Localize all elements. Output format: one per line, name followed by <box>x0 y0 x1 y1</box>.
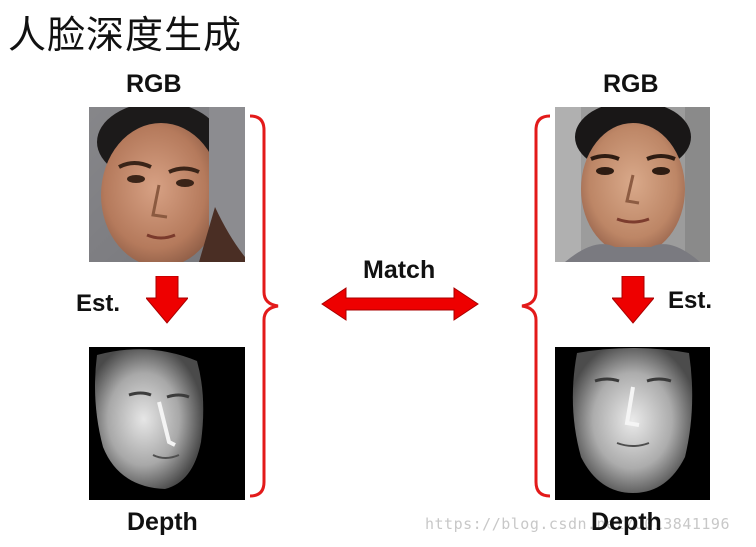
down-arrow-icon <box>612 276 654 324</box>
left-rgb-label: RGB <box>126 70 182 98</box>
watermark: https://blog.csdn.net/u013841196 <box>425 515 730 533</box>
right-depth-label: Depth <box>591 508 662 536</box>
right-bracket <box>521 114 550 498</box>
left-depth-label: Depth <box>127 508 198 536</box>
down-arrow-icon <box>146 276 188 324</box>
left-rgb-face-photo <box>89 107 245 262</box>
right-est-label: Est. <box>668 287 713 314</box>
left-depth-map <box>89 347 245 500</box>
slide-title: 人脸深度生成 <box>8 13 243 57</box>
right-rgb-face-photo <box>555 107 710 262</box>
left-bracket <box>250 114 279 498</box>
left-est-label: Est. <box>76 290 121 317</box>
match-label: Match <box>363 256 436 284</box>
right-depth-map <box>555 347 710 500</box>
double-arrow-icon <box>321 287 479 321</box>
right-rgb-label: RGB <box>603 70 659 98</box>
